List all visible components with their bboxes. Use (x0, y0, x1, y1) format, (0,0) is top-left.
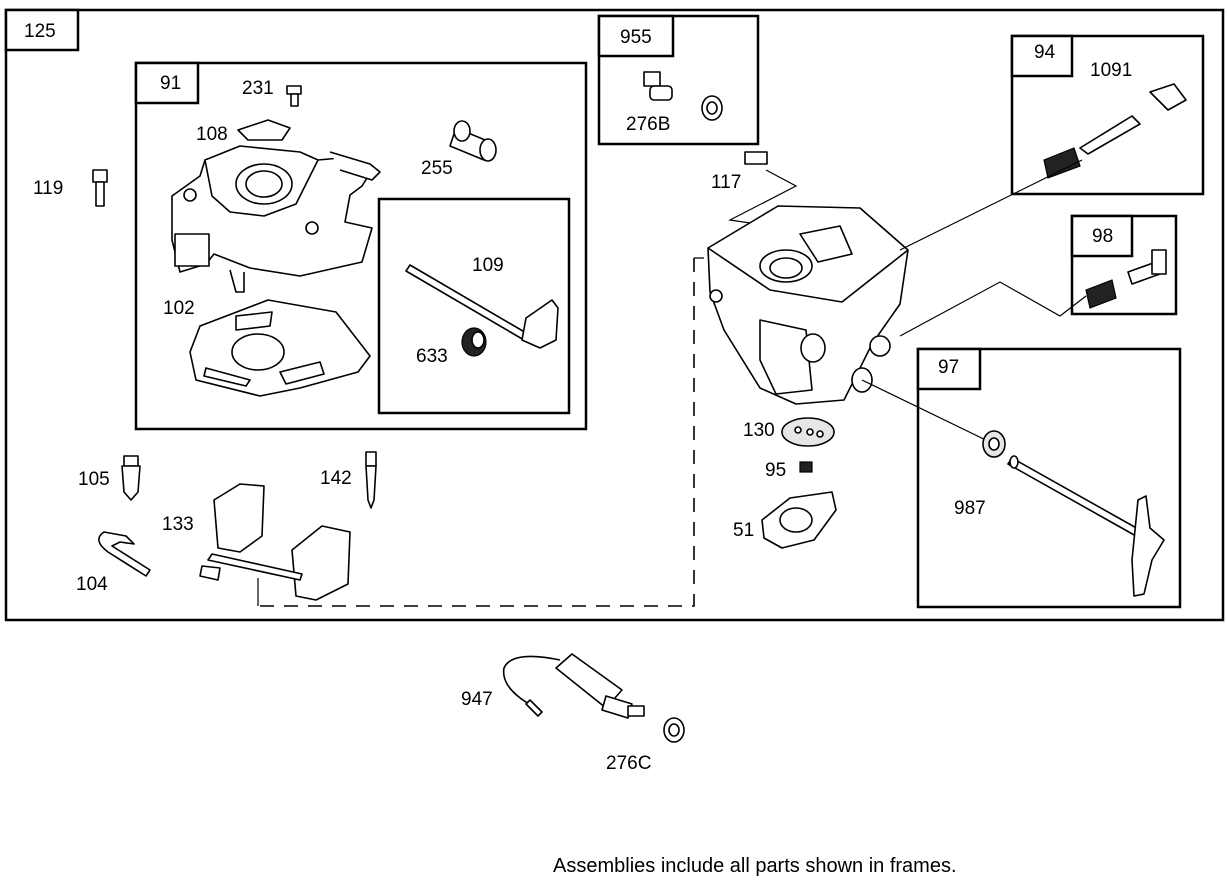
needle-valve-1091-part (1043, 83, 1187, 179)
bushing-255-part (449, 120, 497, 162)
part-label-1091: 1091 (1090, 60, 1132, 81)
float-133-part (199, 483, 351, 601)
fitting-276b-part (643, 71, 723, 121)
frame-97 (916, 347, 1182, 609)
screw-98-part (1085, 249, 1167, 309)
frame-955 (597, 14, 760, 146)
part-label-255: 255 (421, 158, 453, 179)
needle-142-part (365, 451, 377, 509)
gasket-102-part (189, 299, 371, 397)
leader-94 (899, 159, 1083, 251)
part-label-109: 109 (472, 255, 504, 276)
screw-119-part (92, 169, 108, 207)
part-label-117: 117 (711, 172, 741, 193)
part-label-276c: 276C (606, 753, 651, 774)
part-label-119: 119 (33, 178, 63, 199)
frame-94 (1010, 34, 1205, 196)
part-label-231: 231 (242, 78, 274, 99)
frame-125 (4, 8, 1225, 622)
frame-98-tag (1070, 214, 1134, 258)
carburetor-body-part (707, 205, 909, 405)
shaft-987-part (982, 430, 1165, 597)
frame-109 (377, 197, 571, 415)
gasket-108-part (237, 119, 291, 141)
screw-95-part (799, 461, 813, 473)
part-label-108: 108 (196, 124, 228, 145)
frame-97-label: 97 (938, 357, 959, 378)
dashed-connector (258, 258, 695, 607)
part-label-51: 51 (733, 520, 754, 541)
part-label-102: 102 (163, 298, 195, 319)
carburetor-top-part (171, 145, 381, 293)
frame-955-tag (597, 14, 675, 58)
gasket-51-part (761, 491, 837, 549)
shaft-109-part (405, 264, 559, 349)
frame-97-tag (916, 347, 982, 391)
part-label-130: 130 (743, 420, 775, 441)
frame-98-label: 98 (1092, 226, 1113, 247)
part-label-105: 105 (78, 469, 110, 490)
leader-97 (861, 379, 995, 445)
part-label-276b: 276B (626, 114, 670, 135)
footer-note: Assemblies include all parts shown in fr… (553, 855, 957, 877)
frame-91 (134, 61, 588, 431)
plate-130-part (781, 417, 835, 447)
part-label-104: 104 (76, 574, 108, 595)
seal-633-part (461, 327, 487, 357)
frame-955-label: 955 (620, 27, 652, 48)
frame-91-label: 91 (160, 73, 181, 94)
part-label-95: 95 (765, 460, 786, 481)
part-label-947: 947 (461, 689, 493, 710)
part-label-633: 633 (416, 346, 448, 367)
leader-98 (899, 281, 1087, 337)
screw-117-part (744, 151, 768, 165)
frame-94-label: 94 (1034, 42, 1056, 63)
needle-105-part (121, 455, 141, 501)
frame-94-tag (1010, 34, 1074, 78)
frame-125-label: 125 (24, 21, 56, 42)
part-label-142: 142 (320, 468, 352, 489)
pin-104-part (98, 531, 151, 577)
frame-91-tag (134, 61, 200, 105)
frame-125-tag (4, 8, 80, 52)
screw-231-part (286, 85, 302, 107)
part-label-987: 987 (954, 498, 986, 519)
part-label-133: 133 (162, 514, 194, 535)
connector-bracket (257, 257, 704, 606)
solenoid-947-part (502, 653, 685, 743)
